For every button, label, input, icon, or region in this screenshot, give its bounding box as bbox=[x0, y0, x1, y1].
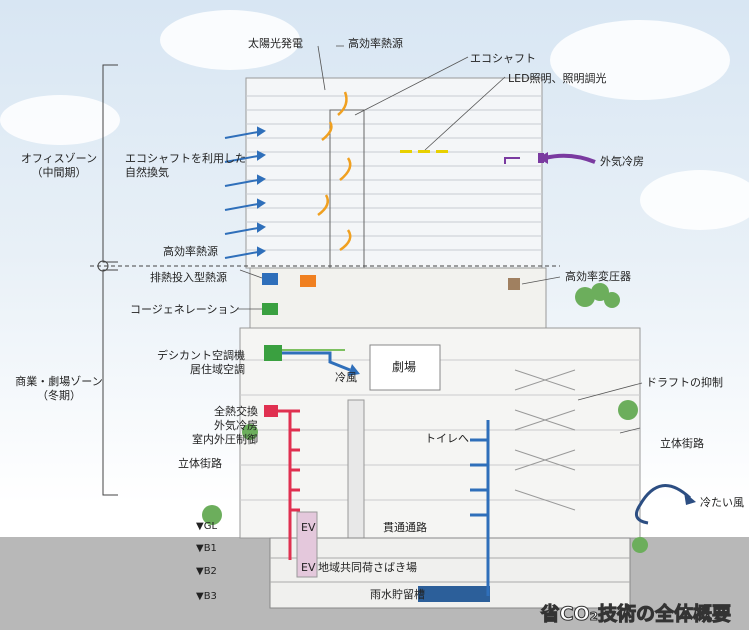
exhaust-heat-unit bbox=[300, 275, 316, 287]
commercial-zone-label: 商業・劇場ゾーン （冬期） bbox=[15, 375, 103, 402]
clouds bbox=[0, 10, 749, 230]
solar-label: 太陽光発電 bbox=[248, 37, 303, 50]
shaft-arrows bbox=[317, 91, 352, 252]
b2-label: ▼B2 bbox=[196, 566, 217, 577]
heat-exchange-unit bbox=[264, 405, 278, 417]
podium bbox=[239, 267, 641, 539]
transformer-unit bbox=[508, 278, 520, 290]
leader-lines bbox=[238, 45, 643, 434]
equipment-units bbox=[262, 273, 520, 417]
heat-source-top-label: 高効率熱源 bbox=[348, 37, 403, 50]
eco-vent-label: エコシャフトを利用した 自然換気 bbox=[125, 152, 246, 179]
theater-box bbox=[369, 344, 441, 391]
loading-label: 地域共同荷さばき場 bbox=[318, 561, 417, 574]
rain-tank-box bbox=[418, 586, 490, 602]
heat-exchange-label: 全熱交換 外気冷房 室内外圧制御 bbox=[192, 405, 258, 446]
ev-top-label: EV bbox=[301, 521, 316, 534]
zone-brackets bbox=[90, 64, 560, 496]
theater-label: 劇場 bbox=[392, 360, 417, 374]
toilet-duct bbox=[470, 420, 490, 596]
transformer-label: 高効率変圧器 bbox=[565, 270, 631, 283]
desiccant-unit bbox=[264, 345, 282, 361]
natural-vent-arrows bbox=[224, 126, 266, 259]
diagram-caption: 省CO₂技術の全体概要 bbox=[540, 603, 731, 626]
desiccant-label: デシカント空調機 居住域空調 bbox=[157, 349, 245, 376]
ev-bottom-label: EV bbox=[301, 561, 316, 574]
heat-source-unit bbox=[262, 273, 278, 285]
b3-label: ▼B3 bbox=[196, 591, 217, 602]
street-left-label: 立体街路 bbox=[178, 457, 222, 470]
outside-cooling-top-label: 外気冷房 bbox=[600, 155, 644, 168]
office-zone-label: オフィスゾーン （中間期） bbox=[20, 152, 98, 179]
street-right-label: 立体街路 bbox=[660, 437, 704, 450]
draft-label: ドラフトの抑制 bbox=[646, 376, 723, 389]
cold-air-label: 冷風 bbox=[335, 371, 357, 384]
b1-label: ▼B1 bbox=[196, 543, 217, 554]
led-label: LED照明、照明調光 bbox=[508, 72, 607, 85]
heat-source-mid-label: 高効率熱源 bbox=[163, 245, 218, 258]
toilet-label: トイレへ bbox=[425, 432, 469, 445]
red-duct bbox=[278, 409, 300, 560]
outside-cooling-arrow bbox=[504, 152, 596, 164]
office-tower bbox=[245, 77, 543, 269]
basement bbox=[269, 537, 631, 609]
cold-wind-arrow bbox=[634, 484, 696, 525]
cogeneration-label: コージェネレーション bbox=[130, 303, 240, 316]
trees bbox=[202, 283, 648, 553]
led-lights bbox=[400, 150, 448, 153]
ev-shaft bbox=[296, 511, 318, 578]
eco-shaft-label: エコシャフト bbox=[470, 52, 536, 65]
through-passage-label: 貫通通路 bbox=[383, 521, 427, 534]
gl-label: ▼GL bbox=[196, 521, 218, 532]
exhaust-heat-label: 排熱投入型熱源 bbox=[150, 271, 227, 284]
cold-wind-label: 冷たい風 bbox=[700, 496, 744, 509]
rain-tank-label: 雨水貯留槽 bbox=[370, 588, 425, 601]
cogeneration-unit bbox=[262, 303, 278, 315]
